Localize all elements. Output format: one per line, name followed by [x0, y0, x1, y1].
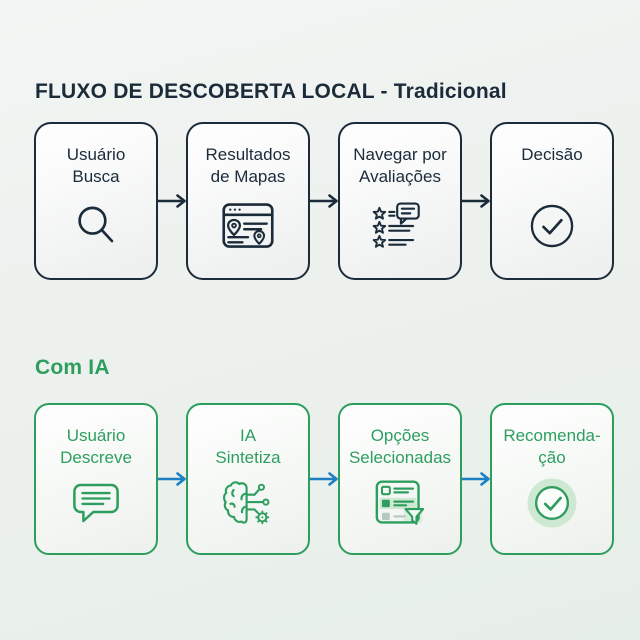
traditional-flow-row: Usuário Busca Resultados de Mapas [34, 122, 614, 280]
check-circle-icon [527, 201, 577, 251]
step-label: Decisão [521, 145, 583, 164]
step-opcoes-selecionadas: Opções Selecionadas [338, 403, 462, 555]
step-label: Navegar por Avaliações [353, 145, 447, 186]
step-label: Usuário Busca [66, 145, 126, 186]
arrow-right-icon [310, 471, 338, 487]
step-label: IA Sintetiza [215, 426, 281, 467]
step-recomendacao: Recomenda- ção [490, 403, 614, 555]
arrow-right-icon [158, 471, 186, 487]
step-label: Recomenda- ção [503, 426, 601, 467]
step-label: Resultados de Mapas [205, 145, 291, 186]
ai-title: Com IA [35, 356, 110, 379]
filtered-list-icon [372, 478, 428, 528]
ai-flow-row: Usuário Descreve IA Sintetiza [34, 403, 614, 555]
ai-brain-icon [221, 478, 275, 528]
search-icon [73, 203, 119, 249]
traditional-title: FLUXO DE DESCOBERTA LOCAL - Tradicional [35, 80, 507, 103]
arrow-right-icon [158, 193, 186, 209]
step-navegar-avaliacoes: Navegar por Avaliações [338, 122, 462, 280]
step-usuario-busca: Usuário Busca [34, 122, 158, 280]
chat-bubble-icon [69, 480, 123, 525]
arrow-right-icon [462, 471, 490, 487]
arrow-right-icon [462, 193, 490, 209]
step-label: Usuário Descreve [60, 426, 132, 467]
arrow-right-icon [310, 193, 338, 209]
step-decisao: Decisão [490, 122, 614, 280]
check-circle-badge-icon [523, 474, 581, 532]
map-results-icon [220, 201, 276, 250]
step-ia-sintetiza: IA Sintetiza [186, 403, 310, 555]
step-label: Opções Selecionadas [348, 426, 452, 467]
reviews-icon [371, 201, 429, 250]
step-resultados-mapas: Resultados de Mapas [186, 122, 310, 280]
step-usuario-descreve: Usuário Descreve [34, 403, 158, 555]
